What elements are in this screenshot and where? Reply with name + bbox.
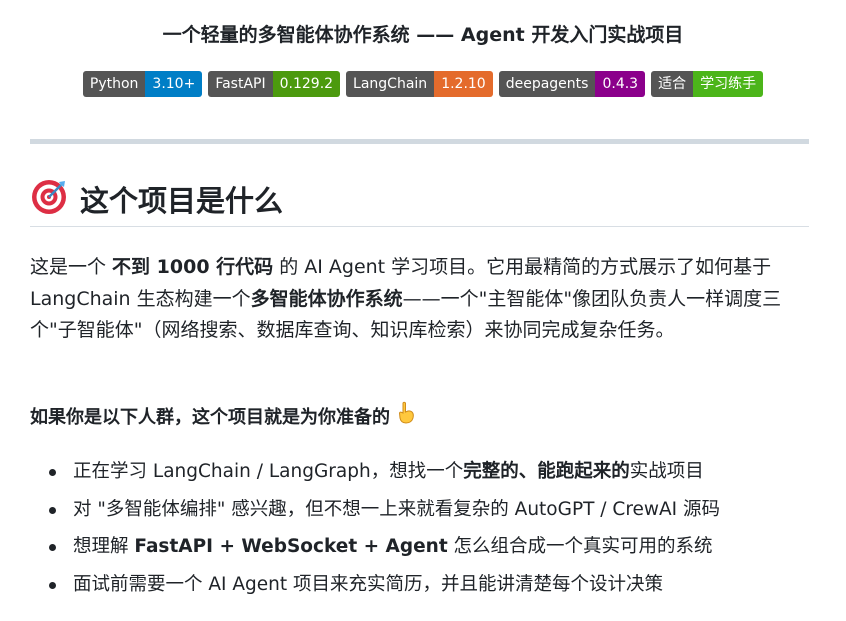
badge-value: 1.2.10	[434, 71, 493, 97]
intro-bold: 不到 1000 行代码	[112, 256, 274, 278]
page-subtitle: 一个轻量的多智能体协作系统 —— Agent 开发入门实战项目	[162, 24, 684, 46]
badge-value: 3.10+	[145, 71, 203, 97]
list-item: 正在学习 LangChain / LangGraph，想找一个完整的、能跑起来的…	[30, 456, 820, 494]
horizontal-rule	[30, 139, 809, 144]
badge-python[interactable]: Python 3.10+	[82, 71, 203, 97]
bullet-icon	[49, 544, 56, 551]
list-item-text: 面试前需要一个 AI Agent 项目来充实简历，并且能讲清楚每个设计决策	[73, 573, 664, 595]
list-item-text: 实战项目	[629, 461, 704, 482]
pointing-down-icon	[396, 401, 416, 435]
heading-underline	[30, 226, 809, 227]
list-item-bold: 完整的、能跑起来的	[463, 461, 630, 482]
list-item-text: 想理解	[73, 536, 135, 557]
badge-label: deepagents	[498, 71, 596, 97]
intro-text: 的 AI Agent 学习项目。它用最精简的方式展示了如何基于 LangChai…	[30, 256, 772, 310]
intro-text: 这是一个	[30, 256, 113, 278]
badge-value: 学习练手	[693, 71, 764, 97]
section-title: 这个项目是什么	[80, 184, 284, 218]
target-icon	[30, 178, 68, 220]
badge-label: FastAPI	[208, 71, 273, 97]
intro-paragraph: 这是一个 不到 1000 行代码 的 AI Agent 学习项目。它用最精简的方…	[30, 252, 810, 347]
audience-lead: 如果你是以下人群，这个项目就是为你准备的	[30, 401, 810, 435]
badge-value: 0.129.2	[272, 71, 341, 97]
section-heading: 这个项目是什么	[30, 178, 809, 220]
list-item: 面试前需要一个 AI Agent 项目来充实简历，并且能讲清楚每个设计决策	[30, 569, 820, 607]
badge-label: LangChain	[346, 71, 435, 97]
list-item-text: 正在学习 LangChain / LangGraph，想找一个	[73, 461, 464, 482]
badge-langchain[interactable]: LangChain 1.2.10	[346, 71, 493, 97]
badge-label: 适合	[651, 71, 694, 97]
list-item: 对 "多智能体编排" 感兴趣，但不想一上来就看复杂的 AutoGPT / Cre…	[30, 494, 820, 532]
intro-bold: 多智能体协作系统	[250, 287, 403, 310]
badge-row: Python 3.10+ FastAPI 0.129.2 LangChain 1…	[0, 71, 846, 97]
badge-suitable[interactable]: 适合 学习练手	[651, 71, 764, 97]
badge-label: Python	[82, 71, 146, 97]
list-item-bold: FastAPI + WebSocket + Agent	[134, 536, 448, 557]
badge-value: 0.4.3	[595, 71, 646, 97]
list-item-text: 对 "多智能体编排" 感兴趣，但不想一上来就看复杂的 AutoGPT / Cre…	[73, 498, 721, 520]
intro-text: ——一个"主智能体"像团队负责人一样调度三个"子智能体"（网络搜索、数据库查询、…	[30, 287, 782, 342]
bullet-icon	[49, 469, 56, 476]
list-item: 想理解 FastAPI + WebSocket + Agent 怎么组合成一个真…	[30, 531, 820, 569]
badge-deepagents[interactable]: deepagents 0.4.3	[498, 71, 646, 97]
bullet-icon	[49, 506, 56, 514]
audience-lead-text: 如果你是以下人群，这个项目就是为你准备的	[30, 407, 390, 428]
badge-fastapi[interactable]: FastAPI 0.129.2	[208, 71, 341, 97]
bullet-icon	[49, 581, 56, 589]
list-item-text: 怎么组合成一个真实可用的系统	[447, 536, 713, 557]
audience-list: 正在学习 LangChain / LangGraph，想找一个完整的、能跑起来的…	[30, 456, 820, 606]
